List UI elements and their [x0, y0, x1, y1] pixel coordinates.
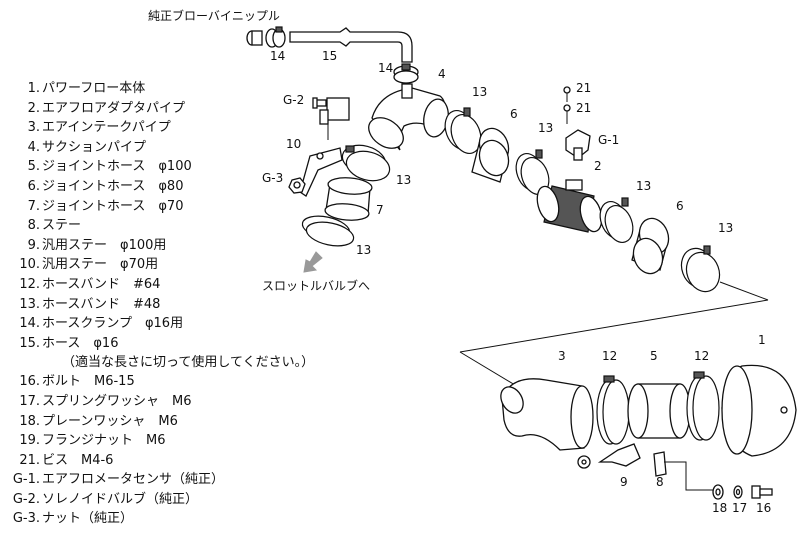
- callout-15: 15: [322, 49, 337, 63]
- callout-5: 5: [650, 349, 658, 363]
- parts-list: 1.パワーフロー本体 2.エアフロアダプタパイプ 3.エアインテークパイプ 4.…: [0, 79, 360, 529]
- joint-hose-5: [627, 383, 691, 439]
- list-item: 3.エアインテークパイプ: [27, 120, 171, 136]
- callout-8: 8: [656, 475, 664, 489]
- callout-13c: 13: [396, 173, 411, 187]
- list-item: 10.汎用ステー φ70用: [19, 257, 159, 273]
- leader-line-d: [664, 461, 716, 491]
- spring-washer-17: [733, 485, 743, 499]
- callout-13b: 13: [538, 121, 553, 135]
- hose-band-12-a: [596, 375, 630, 445]
- joint-hose-6-a: [471, 127, 510, 183]
- list-item: 21.ビス M4-6: [19, 452, 114, 468]
- joint-hose-6-b: [631, 217, 670, 275]
- blowby-hose-assembly: [246, 26, 419, 84]
- callout-13f: 13: [718, 221, 733, 235]
- list-item: G-3.ナット（純正）: [12, 511, 134, 527]
- leader-line-c: [459, 351, 521, 389]
- callout-13d: 13: [356, 243, 371, 257]
- list-item: 14.ホースクランプ φ16用: [19, 316, 184, 332]
- callout-12b: 12: [694, 349, 709, 363]
- hose-clamp-14-a: [265, 26, 286, 48]
- list-item: 18.プレーンワッシャ M6: [19, 413, 178, 429]
- callout-9: 9: [620, 475, 628, 489]
- airflow-adapter-pipe-2: [536, 179, 603, 233]
- callout-2: 2: [594, 159, 602, 173]
- callout-4: 4: [438, 67, 446, 81]
- hose-band-12-b: [686, 371, 720, 441]
- callout-6b: 6: [676, 199, 684, 213]
- hose-clamp-14-b: [393, 63, 419, 84]
- air-intake-pipe-3: [500, 378, 594, 451]
- callout-16: 16: [756, 501, 771, 515]
- joint-hose-7: [324, 177, 373, 221]
- callout-13e: 13: [636, 179, 651, 193]
- list-item: 6.ジョイントホース φ80: [27, 178, 184, 194]
- nut-g3: [288, 177, 306, 194]
- callout-14b: 14: [378, 61, 393, 75]
- suction-pipe-4: [368, 83, 449, 151]
- list-item: 4.サクションパイプ: [27, 139, 147, 155]
- list-item: 15.ホース φ16: [19, 335, 119, 351]
- stay-8: [653, 451, 667, 477]
- hose-band-13-d: [301, 215, 355, 247]
- throttle-label: スロットルバルブへ: [262, 278, 370, 293]
- hose-band-13-a: [444, 107, 482, 154]
- hose-band-13-f: [680, 245, 721, 293]
- list-item: 5.ジョイントホース φ100: [27, 159, 192, 175]
- airflow-sensor-g1: [565, 129, 591, 161]
- callout-12a: 12: [602, 349, 617, 363]
- callout-7: 7: [376, 203, 384, 217]
- callout-21b: 21: [576, 101, 591, 115]
- leader-line-a: [719, 281, 769, 301]
- callout-g2: G-2: [283, 93, 304, 107]
- callout-13a: 13: [472, 85, 487, 99]
- callout-21a: 21: [576, 81, 591, 95]
- blowby-nipple-label: 純正ブローバイニップル: [148, 8, 280, 23]
- stay-9: [577, 443, 641, 469]
- callout-18: 18: [712, 501, 727, 515]
- solenoid-valve-g2: [312, 97, 350, 140]
- list-item: G-2.ソレノイドバルブ（純正）: [12, 491, 199, 507]
- power-flow-body-1: [721, 364, 797, 457]
- screw-21-a: [563, 86, 571, 102]
- leader-line-b: [459, 299, 769, 353]
- list-item: 8.ステー: [27, 218, 82, 234]
- throttle-arrow: [303, 251, 323, 273]
- list-item: 7.ジョイントホース φ70: [27, 198, 184, 214]
- list-item: 12.ホースバンド #64: [19, 276, 161, 292]
- callout-10: 10: [286, 137, 301, 151]
- callout-g1: G-1: [598, 133, 619, 147]
- callout-1: 1: [758, 333, 766, 347]
- bolt-16: [751, 485, 773, 499]
- list-item: 16.ボルト M6-15: [19, 374, 135, 390]
- callout-3: 3: [558, 349, 566, 363]
- list-item: 19.フランジナット M6: [19, 433, 166, 449]
- list-item: 9.汎用ステー φ100用: [27, 237, 167, 253]
- list-item-note: （適当な長さに切って使用してください。）: [62, 355, 315, 371]
- hose-band-13-b: [515, 149, 550, 195]
- list-item: 17.スプリングワッシャ M6: [19, 393, 192, 409]
- list-item: G-1.エアフロメータセンサ（純正）: [12, 472, 225, 488]
- hose-band-13-c: [341, 144, 391, 182]
- list-item: 2.エアフロアダプタパイプ: [27, 100, 186, 116]
- list-item: 1.パワーフロー本体: [27, 81, 146, 96]
- screw-21-b: [563, 104, 571, 124]
- callout-g3: G-3: [262, 171, 283, 185]
- callout-6a: 6: [510, 107, 518, 121]
- callout-14a: 14: [270, 49, 285, 63]
- plain-washer-18: [712, 484, 724, 500]
- callout-17: 17: [732, 501, 747, 515]
- list-item: 13.ホースバンド #48: [19, 296, 161, 312]
- hose-band-13-e: [599, 197, 634, 243]
